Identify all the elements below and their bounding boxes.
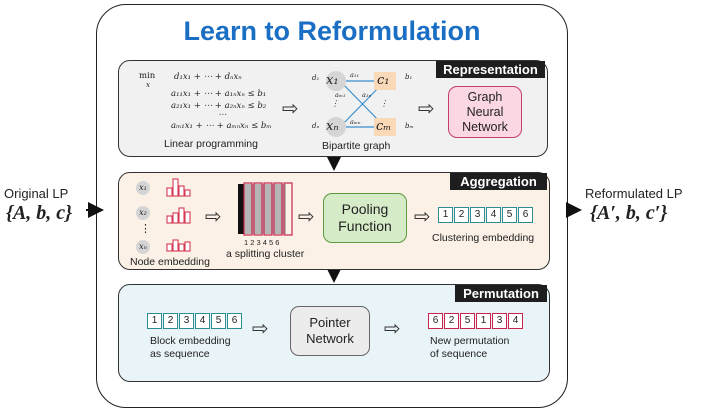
cluster-cell: 3 [470,207,485,223]
bipartite-caption: Bipartite graph [322,140,391,152]
original-lp-math: {A, b, c} [6,202,73,224]
gnn-line-1: Graph [467,89,503,104]
label-bm: bₘ [405,122,414,130]
pool-line-1: Pooling [341,201,389,217]
block-caption-1: Block embedding [150,335,231,347]
edge-a11: a₁₁ [350,71,360,79]
gnn-line-3: Network [462,119,508,134]
agg-node-x2: x₂ [136,206,150,220]
perm-cell: 6 [428,313,443,329]
node-embedding-bars [166,178,191,252]
lp-ellipsis: ⋯ [218,110,227,120]
lp-objective: d₁x₁ + ⋯ + dₙxₙ [174,72,242,82]
lp-constraint-1: a₁₁x₁ + ⋯ + a₁ₙxₙ ≤ b₁ [171,89,267,99]
pooling-function-box: Pooling Function [323,193,407,243]
pool-line-2: Function [338,218,392,234]
arrow-right-icon: ⇨ [252,316,269,340]
agg-node-xn: xₙ [136,240,150,254]
split-numbers: 1 2 3 4 5 6 [244,238,280,247]
lp-min-var: x [146,81,150,89]
clustering-embedding: 1 2 3 4 5 6 [438,207,534,223]
clustering-caption: Clustering embedding [432,232,535,244]
block-cell: 3 [179,313,194,329]
vdots-left: ⋮ [331,99,339,108]
vdots-right: ⋮ [380,99,388,108]
perm-cell: 2 [444,313,459,329]
original-lp-label: Original LP [4,186,69,201]
node-embedding-caption: Node embedding [130,256,210,268]
pointer-line-1: Pointer [309,315,351,330]
representation-tag: Representation [436,61,545,78]
aggregation-tag: Aggregation [450,173,547,190]
label-b1: b₁ [405,73,413,81]
edge-amn: aₘₙ [350,118,361,126]
diagram-title: Learn to Reformulation [183,16,481,46]
cluster-cell: 4 [486,207,501,223]
split-caption: a splitting cluster [226,248,305,260]
edge-am1: aₘ₁ [335,91,346,99]
perm-cell: 3 [492,313,507,329]
permutation-tag: Permutation [455,285,547,302]
arrow-right-icon: ⇨ [282,96,299,120]
node-cm: cₘ [376,119,392,134]
label-d1: d₁ [312,74,320,82]
arrow-right-icon: ⇨ [384,316,401,340]
perm-caption-2: of sequence [430,348,488,360]
block-cell: 6 [227,313,242,329]
gnn-line-2: Neural [466,104,504,119]
splitting-cluster [238,182,293,236]
arrow-right-icon: ⇨ [205,204,222,228]
reformulated-lp-label: Reformulated LP [585,186,683,201]
node-c1: c₁ [377,73,390,88]
perm-cell: 4 [508,313,523,329]
lp-caption: Linear programming [164,138,258,150]
new-permutation: 6 2 5 1 3 4 [428,313,524,329]
block-caption-2: as sequence [150,348,210,360]
arrow-right-icon: ⇨ [298,204,315,228]
agg-vdots: ⋮ [140,222,151,235]
arrow-right-icon: ⇨ [418,96,435,120]
bipartite-graph [326,71,396,137]
pointer-network-box: Pointer Network [290,306,370,356]
block-cell: 2 [163,313,178,329]
perm-cell: 1 [476,313,491,329]
cluster-cell: 1 [438,207,453,223]
perm-cell: 5 [460,313,475,329]
lp-constraint-m: aₘ₁x₁ + ⋯ + aₘₙxₙ ≤ bₘ [171,121,272,131]
cluster-cell: 2 [454,207,469,223]
gnn-box: Graph Neural Network [448,86,522,138]
arrow-right-icon: ⇨ [414,204,431,228]
pointer-line-2: Network [306,331,354,346]
block-cell: 4 [195,313,210,329]
reformulated-lp-math: {A′, b, c′} [590,202,668,224]
perm-caption-1: New permutation [430,335,510,347]
block-embedding: 1 2 3 4 5 6 [147,313,243,329]
node-xn: xₙ [326,119,339,134]
edge-a1n: a₁ₙ [362,91,372,99]
label-dn: dₙ [312,122,320,130]
cluster-cell: 6 [518,207,533,223]
node-x1: x₁ [326,73,339,88]
cluster-cell: 5 [502,207,517,223]
agg-node-x1: x₁ [136,181,150,195]
lp-min: min [139,71,156,81]
lp-constraint-2: a₂₁x₁ + ⋯ + a₂ₙxₙ ≤ b₂ [171,101,267,111]
block-cell: 5 [211,313,226,329]
block-cell: 1 [147,313,162,329]
